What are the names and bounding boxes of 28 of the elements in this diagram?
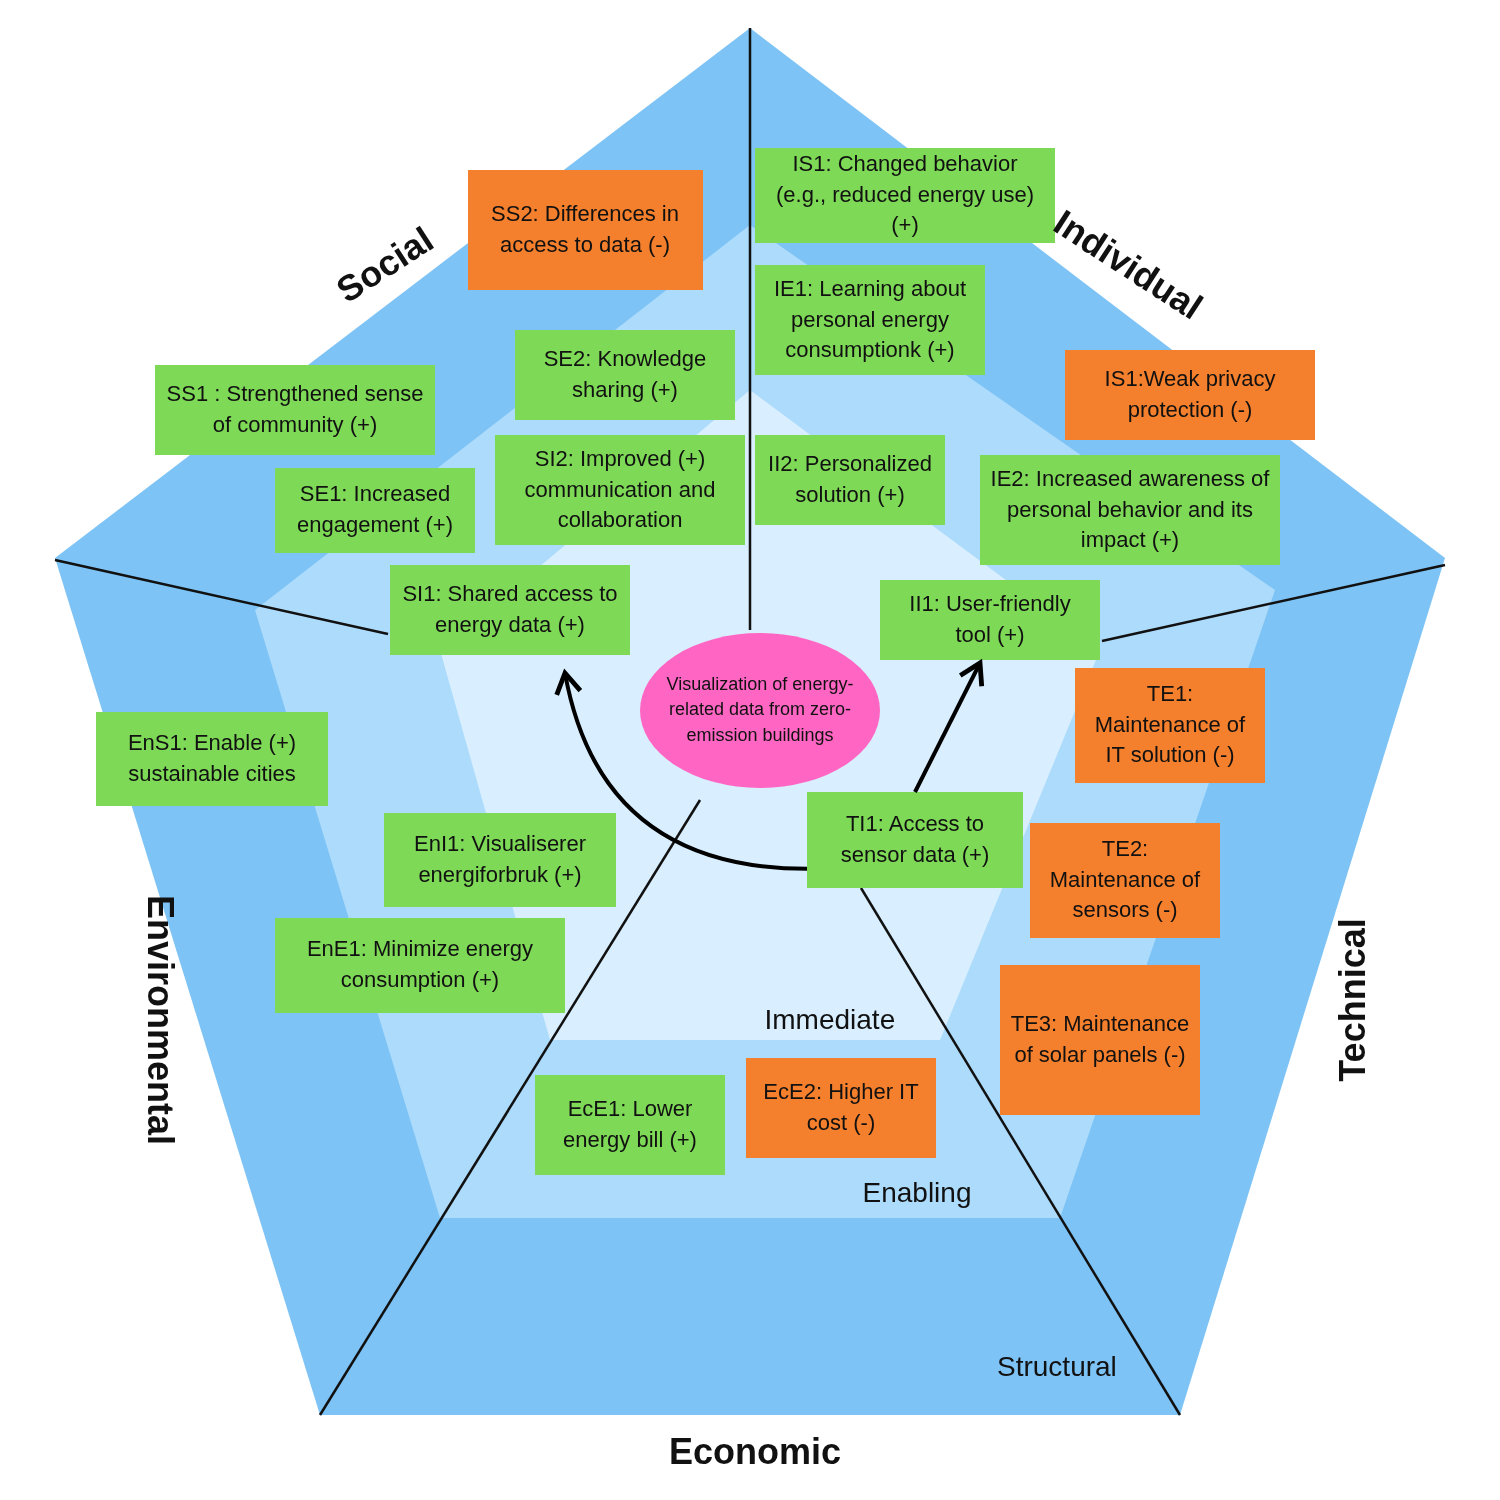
sticky-note: IS1:Weak privacy protection (-) bbox=[1065, 350, 1315, 440]
sticky-note: IE2: Increased awareness of personal behavior and its impact (+) bbox=[980, 455, 1280, 565]
sticky-note: EnS1: Enable (+) sustainable cities bbox=[96, 712, 328, 806]
arrow bbox=[555, 670, 808, 871]
sticky-note: EnE1: Minimize energy consumption (+) bbox=[275, 917, 565, 1013]
sticky-note: SI2: Improved (+) communication and collaboration bbox=[495, 435, 745, 545]
sector-title: Technical bbox=[1331, 918, 1374, 1082]
sticky-note: SS1 : Strengthened sense of community (+) bbox=[155, 365, 435, 455]
sticky-note: TE3: Maintenance of solar panels (-) bbox=[1000, 965, 1200, 1115]
level-label: Structural bbox=[997, 1351, 1117, 1383]
level-label: Enabling bbox=[862, 1177, 972, 1209]
sector-title: Economic bbox=[669, 1431, 842, 1473]
sticky-note: SS2: Differences in access to data (-) bbox=[467, 170, 703, 290]
sticky-note: EcE2: Higher IT cost (-) bbox=[746, 1058, 936, 1158]
sticky-note: SI1: Shared access to energy data (+) bbox=[390, 565, 630, 655]
sticky-note: IE1: Learning about personal energy consumptionk (+) bbox=[755, 265, 985, 375]
sticky-note: II1: User-friendly tool (+) bbox=[880, 580, 1100, 660]
sticky-note: II2: Personalized solution (+) bbox=[755, 435, 945, 525]
sticky-note: TE2: Maintenance of sensors (-) bbox=[1030, 822, 1220, 938]
arrow bbox=[913, 660, 985, 793]
sticky-note: TE1: Maintenance of IT solution (-) bbox=[1075, 667, 1265, 783]
sector-title: Environmental bbox=[139, 894, 182, 1146]
sticky-note: SE1: Increased engagement (+) bbox=[275, 467, 475, 553]
sticky-note: TI1: Access to sensor data (+) bbox=[807, 792, 1023, 888]
level-label: Immediate bbox=[764, 1004, 896, 1036]
sticky-note: SE2: Knowledge sharing (+) bbox=[515, 330, 735, 420]
sticky-note: EcE1: Lower energy bill (+) bbox=[535, 1075, 725, 1175]
sticky-note: EnI1: Visualiserer energiforbruk (+) bbox=[384, 813, 616, 907]
